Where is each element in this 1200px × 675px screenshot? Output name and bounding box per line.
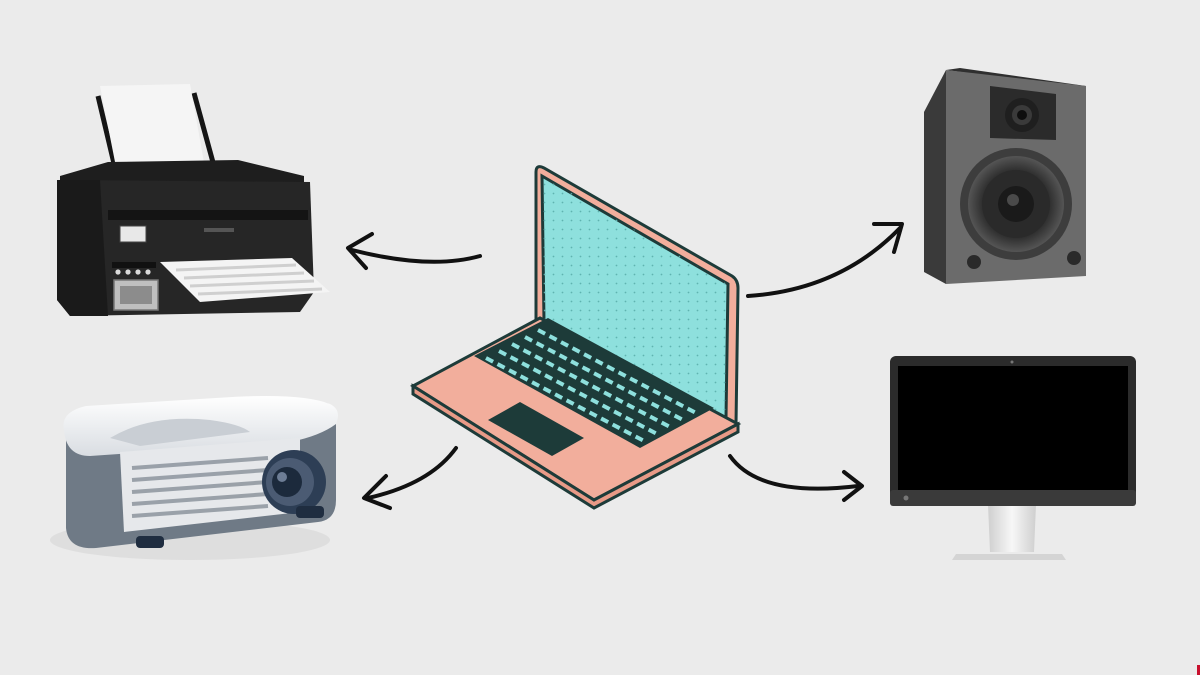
arrow-to-projector [362, 446, 458, 510]
arrow-to-speaker [746, 222, 904, 298]
printer-icon [57, 84, 330, 316]
corner-mark [1197, 665, 1200, 675]
arrow-to-printer [346, 232, 482, 270]
laptop-icon [410, 165, 742, 510]
monitor-icon [890, 356, 1136, 560]
speaker-icon [924, 68, 1086, 284]
projector-icon [50, 396, 338, 560]
arrow-to-monitor [728, 454, 864, 502]
